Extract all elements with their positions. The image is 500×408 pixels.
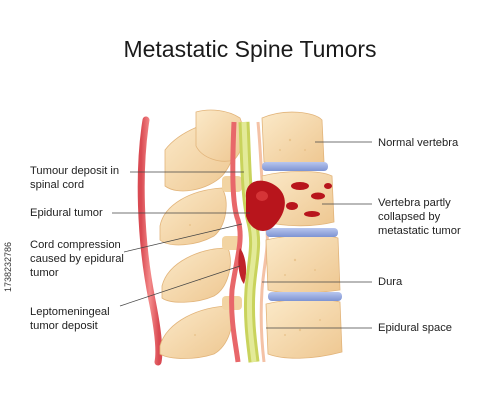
spinous-processes [159,109,244,359]
page-title: Metastatic Spine Tumors [123,36,377,62]
tumor-highlight [256,191,268,201]
dura-layer [229,121,243,363]
label-leptomeningeal: Leptomeningeal tumor deposit [30,306,110,332]
label-vertebra-collapsed: Vertebra partly collapsed by metastatic … [378,197,461,237]
label-epidural-tumor: Epidural tumor [30,207,103,219]
label-cord-compression: Cord compression caused by epidural tumo… [30,239,124,279]
label-tumour-deposit: Tumour deposit in spinal cord [30,165,120,191]
stock-id-watermark: 1738232786 [3,241,13,292]
vessel-left [137,116,163,366]
epidural-tumor-mass [238,248,247,284]
label-dura: Dura [378,276,403,288]
label-epidural-space: Epidural space [378,322,453,334]
intervertebral-discs [262,162,342,301]
metastatic-tumor [245,180,332,231]
bone-texture [189,138,321,336]
label-normal-vertebra: Normal vertebra [378,137,459,149]
spinal-cord-core [241,121,258,363]
leader-lines [112,141,372,329]
